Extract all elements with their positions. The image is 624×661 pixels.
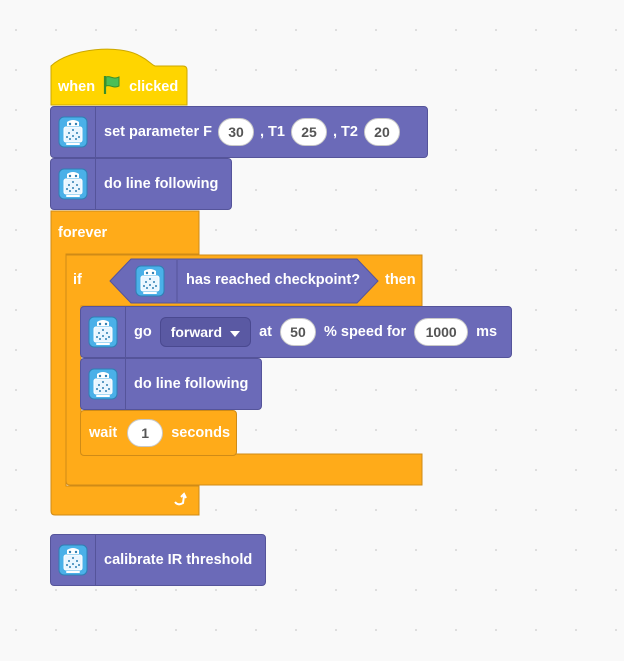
forever-label: forever [58,225,108,241]
t1-label: , T1 [260,124,285,140]
wait-label: wait [89,425,118,441]
robot-icon [81,307,126,357]
calibrate-ir-threshold-block[interactable]: calibrate IR threshold [50,534,266,586]
line-following-label: do line following [104,176,219,192]
line-following-label-2: do line following [134,376,249,392]
t2-value-input[interactable]: 20 [363,118,400,146]
green-flag-icon [101,74,123,100]
when-label: when [58,79,96,95]
robot-icon [133,264,167,298]
set-parameter-label: set parameter F [104,124,212,140]
condition-label: has reached checkpoint? [186,272,361,288]
speed-for-label: % speed for [323,324,407,340]
do-line-following-block-2[interactable]: do line following [80,358,262,410]
robot-icon [51,535,96,585]
clicked-label: clicked [129,79,179,95]
when-flag-clicked-block[interactable]: when clicked [50,46,188,106]
ms-label: ms [476,324,498,340]
speed-input[interactable]: 50 [279,318,316,346]
f-value-input[interactable]: 30 [218,118,254,146]
has-reached-checkpoint-condition[interactable]: has reached checkpoint? [109,258,379,304]
go-label: go [134,324,152,340]
forever-shape [50,210,200,516]
seconds-label: seconds [171,425,231,441]
direction-value: forward [170,324,223,340]
wait-block[interactable]: wait 1 seconds [80,410,237,456]
robot-icon [51,159,96,209]
then-label: then [385,272,416,288]
calibrate-label: calibrate IR threshold [104,552,253,568]
chevron-down-icon [230,324,241,340]
go-forward-block[interactable]: go forward at 50 % speed for 1000 ms [80,306,512,358]
duration-input[interactable]: 1000 [414,318,469,346]
set-parameter-block[interactable]: set parameter F 30 , T1 25 , T2 20 [50,106,428,158]
direction-dropdown[interactable]: forward [159,317,252,347]
do-line-following-block[interactable]: do line following [50,158,232,210]
loop-arrow-icon [172,492,188,513]
if-block[interactable]: if has reached checkpoint? then [65,254,423,486]
t2-label: , T2 [332,124,358,140]
at-label: at [259,324,272,340]
robot-icon [51,107,96,157]
condition-shape [109,258,379,304]
wait-seconds-input[interactable]: 1 [127,419,164,447]
t1-value-input[interactable]: 25 [290,118,327,146]
forever-block[interactable]: forever [50,210,201,516]
robot-icon [81,359,126,409]
if-label: if [73,272,82,288]
